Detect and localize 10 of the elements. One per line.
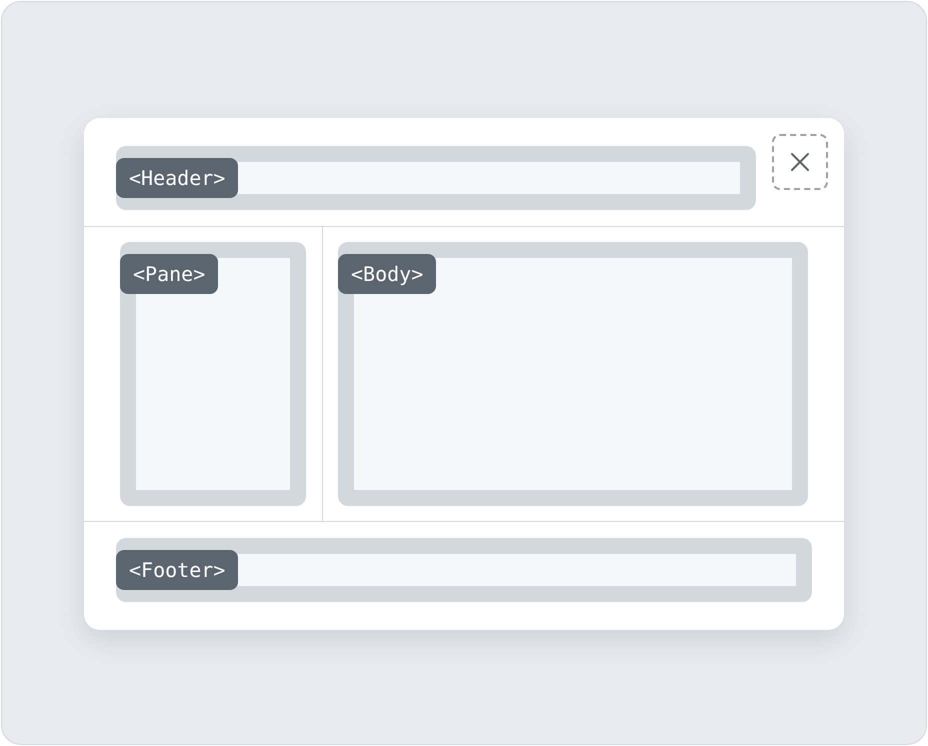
close-button-placeholder [772, 134, 828, 190]
footer-tag: <Footer> [116, 550, 238, 590]
pane-tag: <Pane> [120, 254, 218, 294]
footer-region [116, 538, 812, 602]
header-tag: <Header> [116, 158, 238, 198]
header-region [116, 146, 756, 210]
body-region [338, 242, 808, 506]
pane-region [120, 242, 306, 506]
modal-dialog [84, 118, 844, 630]
body-tag: <Body> [338, 254, 436, 294]
